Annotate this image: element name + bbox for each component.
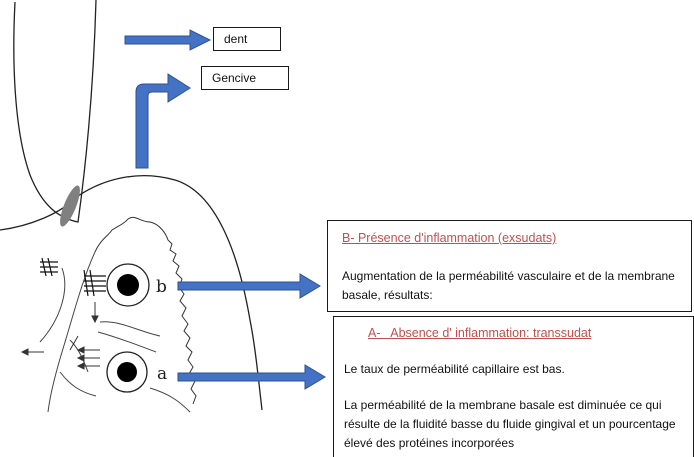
arrow-to-dent bbox=[124, 29, 212, 51]
label-dent-box: dent bbox=[213, 27, 281, 51]
tissue-line bbox=[149, 387, 191, 413]
no-inflammation-box: A- Absence d' inflammation: transsudat L… bbox=[333, 316, 694, 457]
connective-tissue-border bbox=[94, 216, 197, 405]
label-gencive-box: Gencive bbox=[201, 66, 289, 90]
fluid-flow-lines-b bbox=[83, 269, 106, 297]
arrow-to-box-b bbox=[177, 273, 321, 299]
no-inflammation-title: A- Absence d' inflammation: transsudat bbox=[368, 326, 592, 340]
label-dent: dent bbox=[224, 32, 248, 46]
capillary-permeability-text: Le taux de perméabilité capillaire est b… bbox=[344, 362, 565, 376]
arrow-to-box-a bbox=[177, 364, 326, 390]
tooth-outline bbox=[13, 0, 97, 223]
tissue-line bbox=[99, 321, 161, 337]
junctional-epithelium bbox=[60, 185, 80, 227]
fluid-flow-arrows bbox=[20, 302, 100, 370]
cell-a-nucleus bbox=[117, 362, 137, 382]
cell-b-letter: b bbox=[156, 277, 167, 297]
arrow-to-gencive bbox=[135, 73, 191, 169]
cell-b-nucleus bbox=[117, 274, 139, 296]
label-gencive: Gencive bbox=[212, 71, 257, 85]
inflammation-body: Augmentation de la perméabilité vasculai… bbox=[342, 269, 675, 302]
fluid-flow-lines-left bbox=[40, 257, 58, 277]
tissue-line bbox=[39, 267, 66, 343]
tissue-line bbox=[59, 371, 97, 397]
cell-a-letter: a bbox=[157, 364, 168, 384]
membrane-permeability-text: La perméabilité de la membrane basale es… bbox=[344, 398, 676, 450]
tissue-line bbox=[97, 331, 157, 353]
inflammation-box: B- Présence d'inflammation (exsudats) Au… bbox=[327, 220, 692, 312]
inflammation-title: B- Présence d'inflammation (exsudats) bbox=[342, 231, 557, 245]
